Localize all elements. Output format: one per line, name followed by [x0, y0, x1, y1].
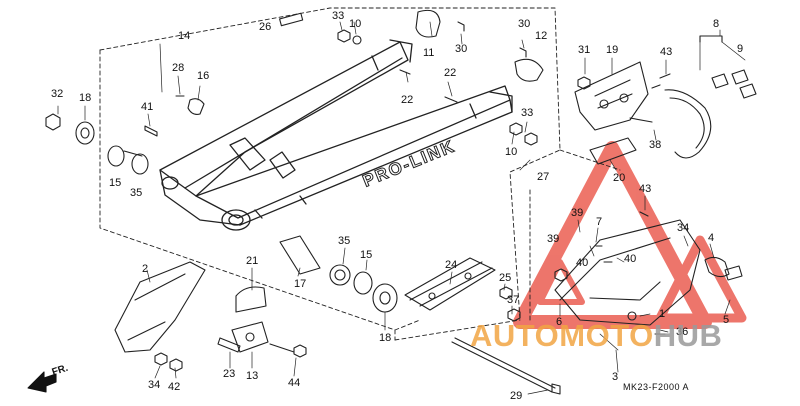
callout-33: 33 — [521, 107, 534, 119]
callout-15: 15 — [360, 249, 373, 261]
callout-39: 39 — [571, 207, 584, 219]
callout-22: 22 — [444, 67, 457, 79]
callout-40: 40 — [576, 257, 589, 269]
callout-26: 26 — [259, 21, 272, 33]
callout-29: 29 — [510, 390, 523, 402]
watermark-text: AUTOMOTOHUB — [470, 318, 722, 354]
callout-22: 22 — [401, 94, 414, 106]
callout-27: 27 — [537, 171, 550, 183]
callout-42: 42 — [168, 381, 181, 393]
callout-9: 9 — [737, 43, 744, 55]
callout-43: 43 — [639, 183, 652, 195]
callout-20: 20 — [613, 172, 626, 184]
callout-8: 8 — [713, 18, 720, 30]
callout-30: 30 — [518, 18, 531, 30]
axle-bolt — [451, 337, 561, 395]
pivot-parts — [45, 95, 205, 175]
callout-14: 14 — [178, 30, 191, 42]
callout-37: 37 — [507, 294, 520, 306]
callout-28: 28 — [172, 62, 185, 74]
callout-23: 23 — [223, 368, 236, 380]
callout-34: 34 — [677, 222, 690, 234]
top-fasteners — [279, 9, 544, 146]
callout-18: 18 — [79, 92, 92, 104]
front-arrow-icon — [27, 371, 57, 393]
callout-19: 19 — [606, 44, 619, 56]
callout-17: 17 — [294, 278, 307, 290]
callout-11: 11 — [423, 47, 435, 59]
callout-44: 44 — [288, 377, 301, 389]
callout-18: 18 — [379, 332, 392, 344]
swingarm — [159, 39, 513, 231]
callout-16: 16 — [197, 70, 210, 82]
callout-39: 39 — [547, 233, 560, 245]
callout-32: 32 — [51, 88, 64, 100]
callout-7: 7 — [596, 216, 603, 228]
callout-35: 35 — [130, 187, 143, 199]
callout-35: 35 — [338, 235, 351, 247]
callout-2: 2 — [142, 263, 149, 275]
callout-38: 38 — [649, 139, 662, 151]
callout-24: 24 — [445, 259, 458, 271]
assembly-outline — [99, 7, 621, 341]
callout-30: 30 — [455, 43, 468, 55]
chain-guide — [574, 61, 671, 165]
drive-chain — [664, 35, 757, 159]
callout-4: 4 — [708, 232, 715, 244]
callout-43: 43 — [660, 46, 673, 58]
watermark-text-part-b: HUB — [653, 318, 723, 353]
callout-40: 40 — [624, 253, 637, 265]
callout-10: 10 — [349, 18, 362, 30]
callout-12: 12 — [535, 30, 548, 42]
watermark-text-part-a: AUTOMOTO — [470, 318, 654, 353]
callout-13: 13 — [246, 370, 259, 382]
lower-left-parts — [114, 261, 307, 372]
callout-31: 31 — [578, 44, 591, 56]
callout-6: 6 — [556, 316, 563, 328]
callout-34: 34 — [148, 379, 161, 391]
callout-33: 33 — [332, 10, 345, 22]
diagram-code: MK23-F2000 A — [623, 382, 690, 392]
callout-3: 3 — [612, 371, 619, 383]
callout-15: 15 — [109, 177, 122, 189]
callout-21: 21 — [246, 255, 259, 267]
callout-25: 25 — [499, 272, 512, 284]
chain-guard — [554, 211, 743, 335]
lower-center-parts — [279, 235, 521, 322]
callout-41: 41 — [141, 101, 154, 113]
callout-36: 36 — [676, 326, 689, 338]
leader-lines — [57, 21, 746, 395]
callout-10: 10 — [505, 146, 518, 158]
callout-5: 5 — [723, 314, 730, 326]
callout-1: 1 — [659, 308, 666, 320]
